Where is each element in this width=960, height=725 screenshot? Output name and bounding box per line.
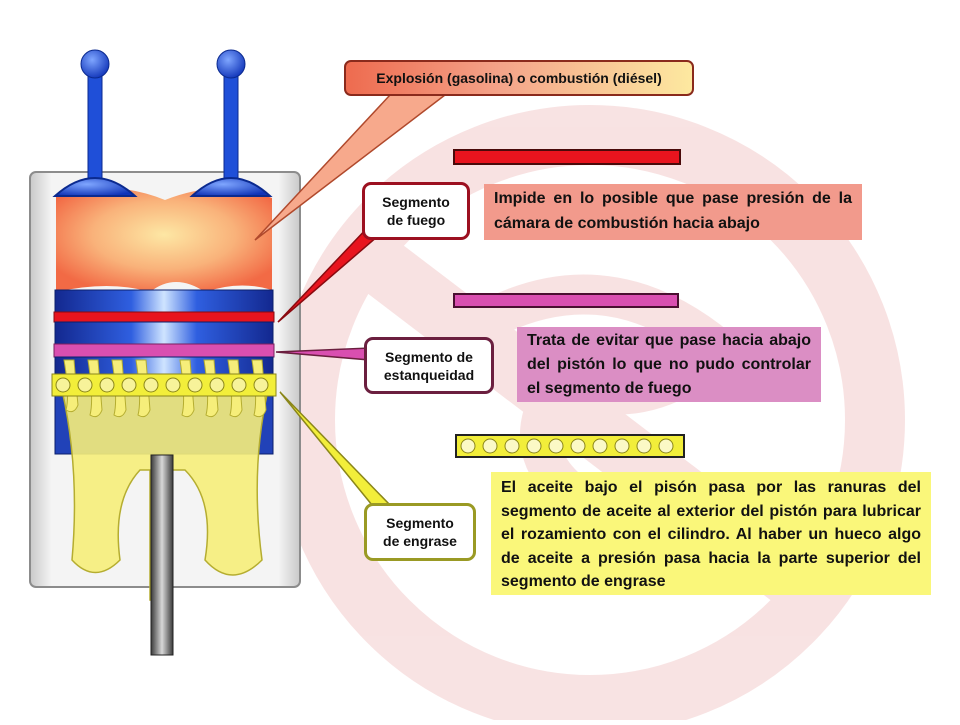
compression-ring-description: Trata de evitar que pase hacia abajo del…	[517, 327, 821, 402]
compression-ring-label: Segmento de estanqueidad	[364, 337, 494, 394]
fire-ring-label: Segmento de fuego	[362, 182, 470, 240]
compression-ring-legend	[453, 293, 679, 308]
oil-ring-legend	[455, 434, 685, 458]
piston-mid-band	[54, 321, 274, 345]
fire-ring-description: Impide en lo posible que pase presión de…	[484, 184, 862, 240]
oil-ring	[51, 373, 277, 397]
valve-right-icon	[189, 49, 273, 197]
piston-top-band	[54, 289, 274, 313]
fire-ring-label-text: Segmento de fuego	[382, 194, 450, 228]
combustion-chamber	[56, 187, 272, 292]
valve-left-icon	[52, 49, 138, 197]
explosion-label: Explosión (gasolina) o combustión (diése…	[344, 60, 694, 96]
fire-ring-legend	[453, 149, 681, 165]
compression-ring	[53, 343, 275, 358]
fire-ring	[53, 311, 275, 323]
connecting-rod	[150, 454, 174, 656]
compression-ring-label-text: Segmento de estanqueidad	[383, 348, 475, 383]
explosion-label-text: Explosión (gasolina) o combustión (diése…	[376, 70, 662, 86]
oil-ring-label-text: Segmento de engrase	[383, 515, 457, 549]
oil-ring-label: Segmento de engrase	[364, 503, 476, 561]
oil-ring-description: El aceite bajo el pisón pasa por las ran…	[491, 472, 931, 595]
